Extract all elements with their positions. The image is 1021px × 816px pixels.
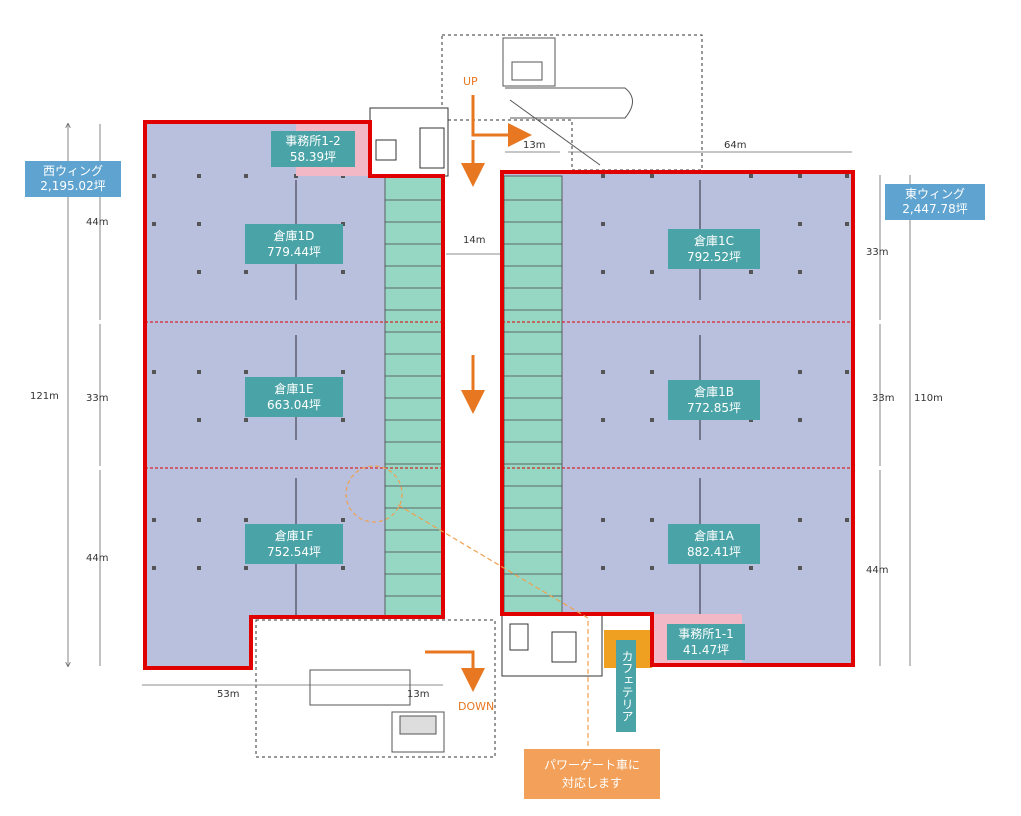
power-gate-note: パワーゲート車に 対応します — [524, 749, 660, 799]
warehouse-1d-area: 779.44坪 — [267, 245, 321, 259]
ramp-down-label: DOWN — [458, 700, 495, 713]
ramp-structure-top — [502, 37, 633, 166]
dim-left-44-bottom: 44m — [86, 553, 109, 564]
warehouse-1b-area: 772.85坪 — [687, 401, 741, 415]
office-1-2-name: 事務所1-2 — [285, 134, 341, 148]
east-wing-outline — [500, 170, 855, 667]
office-1-1-area: 41.47坪 — [682, 643, 730, 657]
warehouse-1a-label: 倉庫1A 882.41坪 — [668, 524, 760, 564]
power-gate-highlight — [345, 465, 403, 523]
warehouse-1c-label: 倉庫1C 792.52坪 — [668, 229, 760, 269]
warehouse-1f-area: 752.54坪 — [267, 545, 321, 559]
column-dots — [152, 174, 849, 570]
office-1-1-name: 事務所1-1 — [678, 627, 734, 641]
east-wing-label: 東ウィング 2,447.78坪 — [885, 184, 985, 220]
west-wing-area: 2,195.02坪 — [40, 179, 106, 193]
west-wing-name: 西ウィング — [42, 164, 103, 178]
east-wing-name: 東ウィング — [904, 187, 965, 201]
warehouse-1e-name: 倉庫1E — [274, 382, 314, 396]
office-1-2-area: 58.39坪 — [289, 150, 337, 164]
dim-right-44: 44m — [866, 565, 889, 576]
west-wing-label: 西ウィング 2,195.02坪 — [25, 161, 121, 197]
dim-top-64: 64m — [724, 140, 747, 151]
warehouse-1e-area: 663.04坪 — [267, 398, 321, 412]
ramp-outline-top — [441, 34, 703, 171]
warehouse-1b-label: 倉庫1B 772.85坪 — [668, 380, 760, 420]
warehouse-1f-label: 倉庫1F 752.54坪 — [245, 524, 343, 564]
east-wing-area: 2,447.78坪 — [902, 202, 968, 216]
dim-left-total: 121m — [30, 391, 59, 402]
ramp-up-label: UP — [463, 75, 478, 88]
east-dock — [503, 175, 563, 615]
warehouse-1e-label: 倉庫1E 663.04坪 — [245, 377, 343, 417]
warehouse-1a-area: 882.41坪 — [687, 545, 741, 559]
dim-left-33: 33m — [86, 393, 109, 404]
warehouse-1f-name: 倉庫1F — [274, 529, 314, 543]
dim-gap-14: 14m — [463, 235, 486, 246]
warehouse-1d-name: 倉庫1D — [273, 229, 315, 243]
west-wing-outline — [143, 120, 445, 670]
west-dock — [384, 175, 444, 618]
ramp-structure-bottom — [309, 669, 445, 753]
dim-right-total: 110m — [914, 393, 943, 404]
dim-right-33-mid: 33m — [872, 393, 895, 404]
power-gate-note-line1: パワーゲート車に — [543, 758, 640, 772]
office-1-2-label: 事務所1-2 58.39坪 — [271, 131, 355, 167]
dim-right-33-top: 33m — [866, 247, 889, 258]
power-gate-leader — [397, 504, 589, 748]
west-office-core — [369, 107, 449, 177]
warehouse-1a-name: 倉庫1A — [694, 529, 734, 543]
office-1-1-label: 事務所1-1 41.47坪 — [667, 624, 745, 660]
dim-top-13: 13m — [523, 140, 546, 151]
warehouse-1d-label: 倉庫1D 779.44坪 — [245, 224, 343, 264]
east-office-core — [501, 613, 603, 677]
dim-left-44-top: 44m — [86, 217, 109, 228]
ramp-outline-bottom — [255, 619, 496, 758]
cafeteria-label: カフェテリア — [616, 640, 636, 732]
warehouse-1c-name: 倉庫1C — [693, 234, 734, 248]
dimension-lines — [68, 124, 911, 686]
dim-bottom-53: 53m — [217, 689, 240, 700]
warehouse-1c-area: 792.52坪 — [687, 250, 741, 264]
dim-bottom-13: 13m — [407, 689, 430, 700]
warehouse-1b-name: 倉庫1B — [694, 385, 734, 399]
power-gate-note-line2: 対応します — [561, 776, 622, 790]
traffic-arrows — [425, 95, 532, 692]
section-lines — [145, 321, 853, 469]
